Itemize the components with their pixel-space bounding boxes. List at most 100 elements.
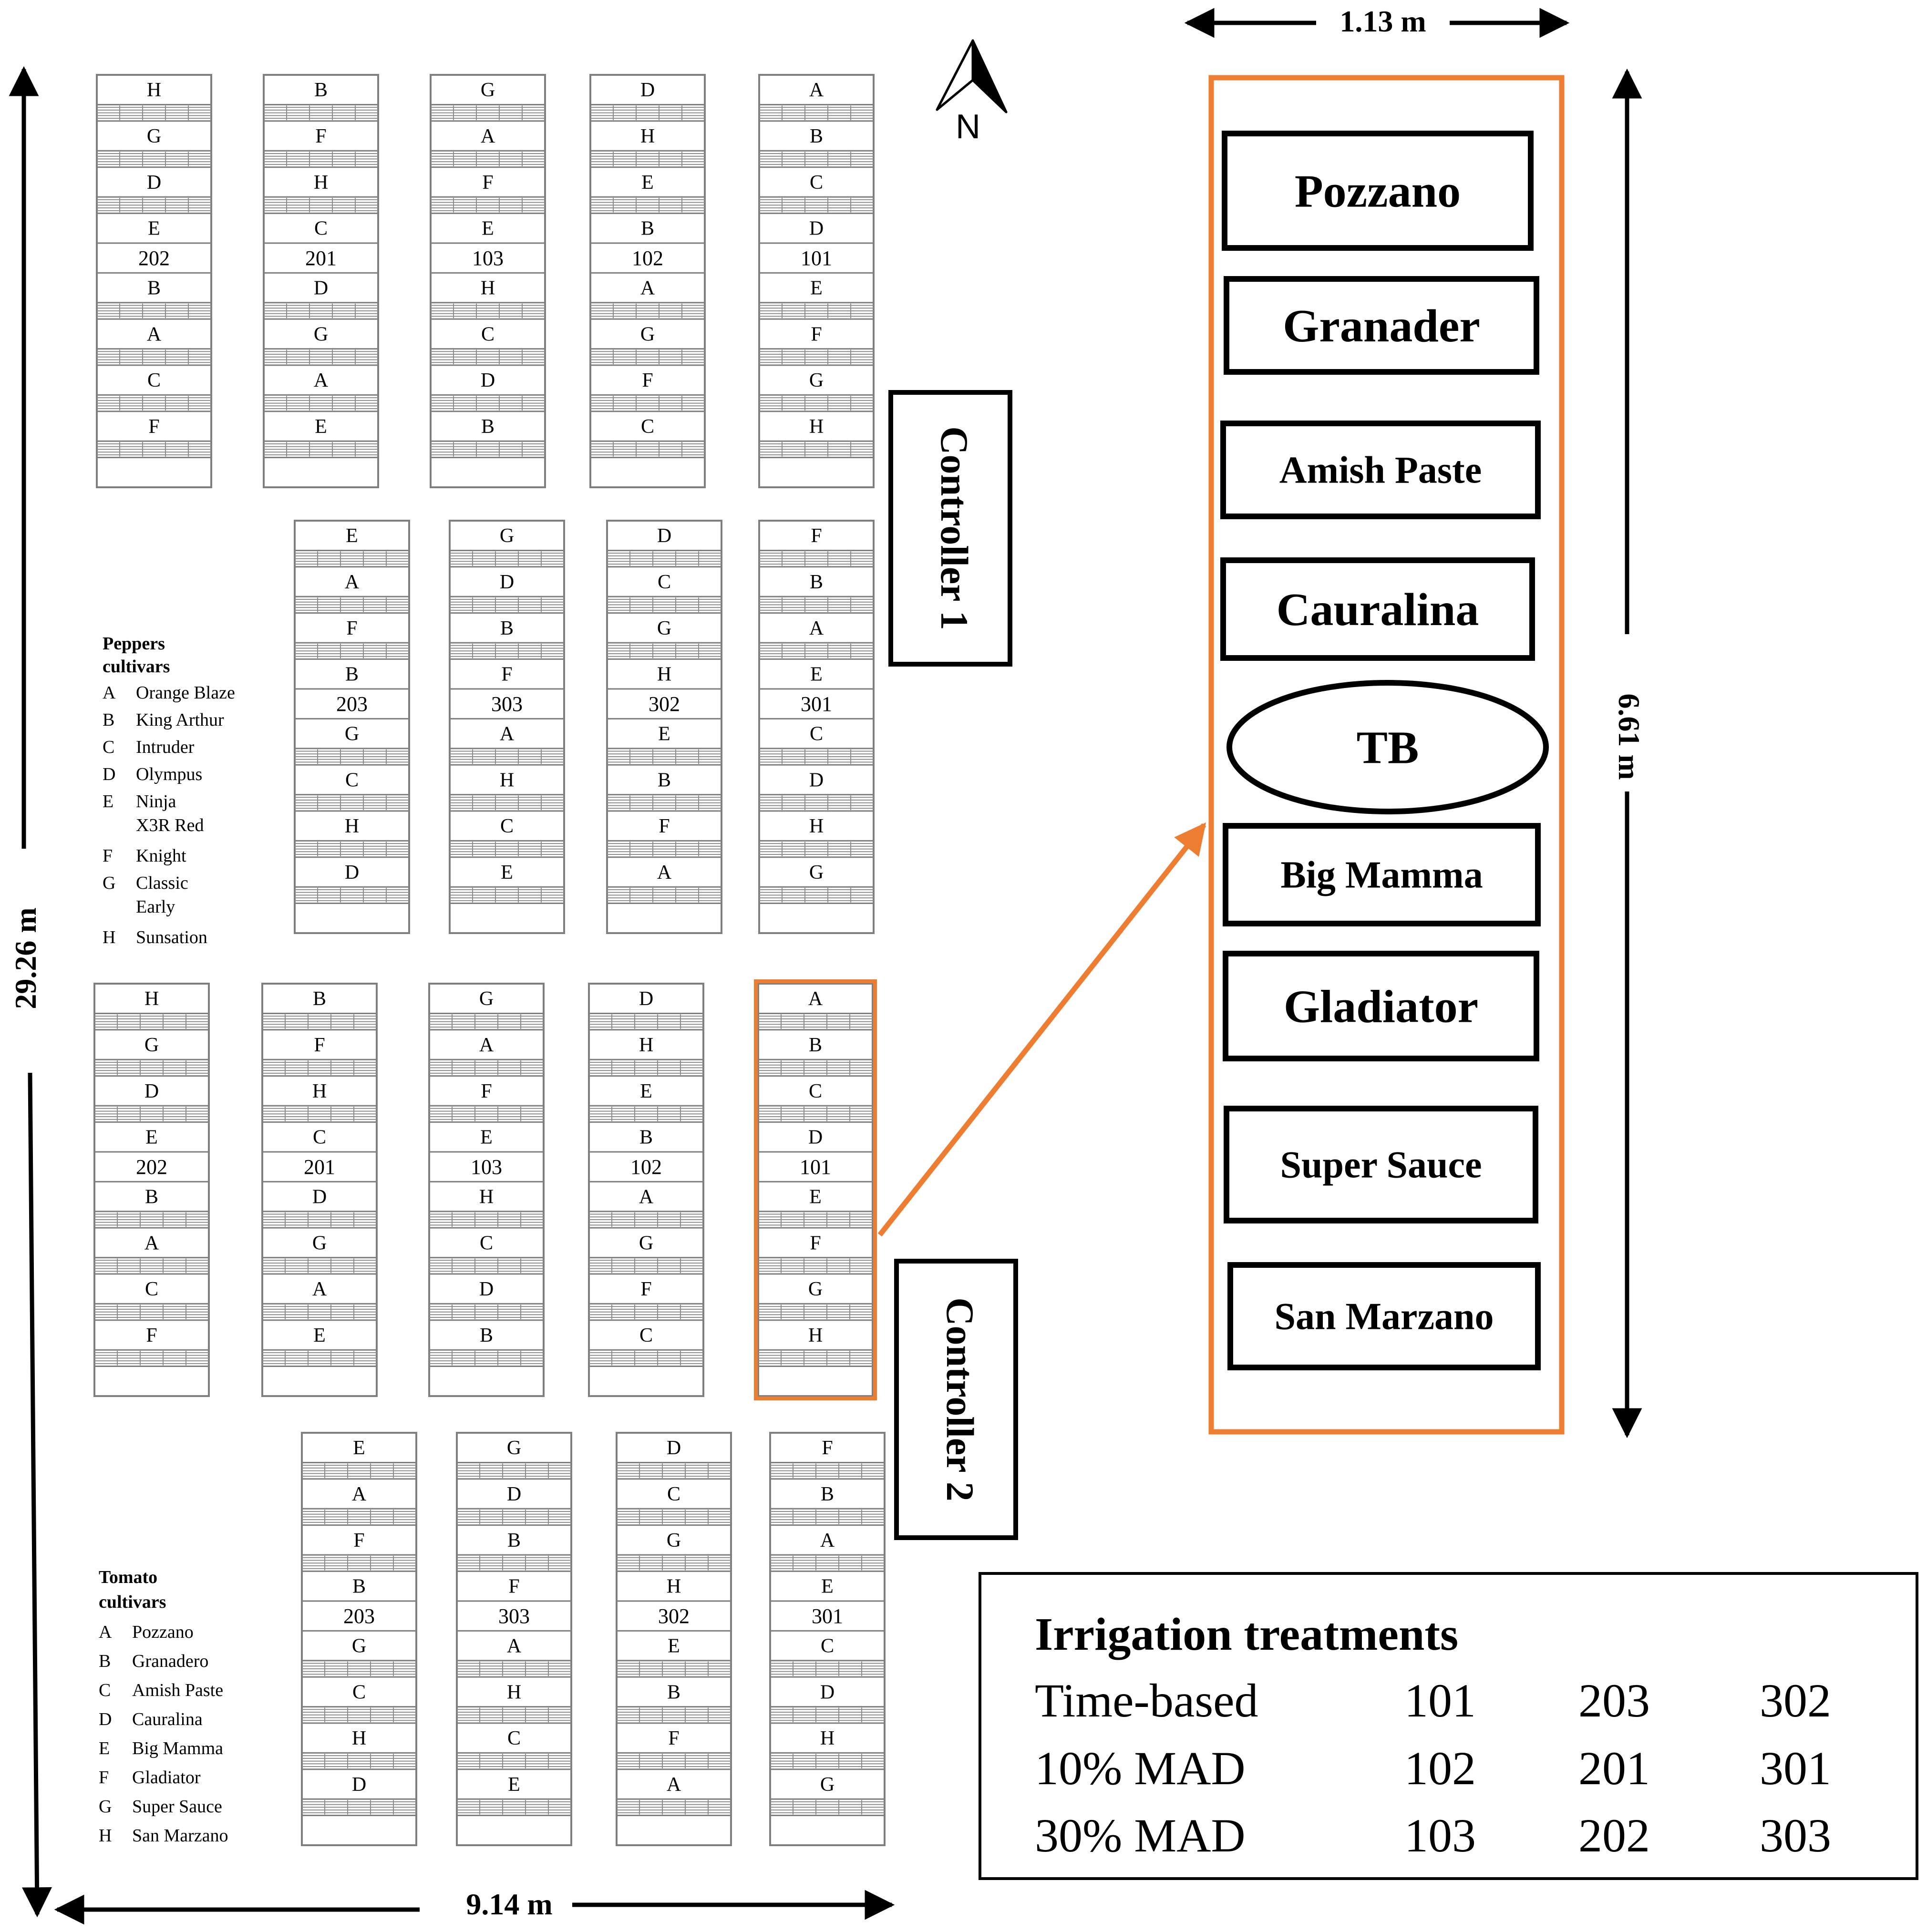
bed-grid [262, 1212, 377, 1227]
plot-row-label: E [658, 723, 670, 745]
plot-row-label: B [810, 125, 823, 147]
bed-grid [97, 152, 211, 166]
plot-row-label: C [641, 416, 654, 438]
plot-row-label: D [352, 1774, 366, 1796]
plot-row-label: F [146, 1325, 157, 1346]
legend-code: G [99, 1797, 112, 1817]
bed-grid [607, 795, 721, 810]
bed-grid [295, 644, 409, 658]
plot-row-label: H [312, 1080, 327, 1102]
plot-id-label: 302 [649, 692, 680, 716]
plot-id-label: 201 [304, 1155, 335, 1179]
controller-1: Controller 1 [888, 390, 1012, 667]
plot-row-label: D [312, 1186, 327, 1208]
plot-row-label: C [352, 1681, 366, 1703]
legend-code: G [103, 873, 115, 893]
plot-row-label: B [313, 988, 326, 1010]
plot-row-label: H [820, 1727, 835, 1749]
plot-row-label: H [667, 1576, 681, 1598]
detail-box-gladiator: Gladiator [1223, 951, 1539, 1061]
bed-grid [759, 795, 874, 810]
plot-row-label: A [352, 1483, 367, 1505]
detail-box-label: Pozzano [1295, 165, 1461, 217]
bed-grid [590, 198, 705, 213]
bed-grid [457, 1463, 571, 1478]
plot-width-dimension: 1.13 m [1184, 4, 1570, 38]
bed-grid [431, 442, 545, 457]
plot-row-label: D [639, 988, 653, 1010]
treatment-label: 10% MAD [1035, 1742, 1246, 1795]
peppers-legend-subtitle: cultivars [103, 657, 170, 677]
plot-row-label: H [507, 1681, 521, 1703]
legend-code: D [103, 764, 115, 784]
plot-id-label: 203 [343, 1604, 375, 1628]
bed-grid [302, 1661, 416, 1676]
bed-grid [457, 1510, 571, 1524]
plot-row-label: C [810, 723, 823, 745]
plot-row-label: B [639, 1127, 653, 1149]
bed-grid [262, 1107, 377, 1121]
plot-row-label: C [145, 1278, 158, 1300]
plot-row-label: B [821, 1483, 834, 1505]
bed-grid [607, 842, 721, 856]
plot-row-label: F [810, 1232, 821, 1254]
bed-grid [758, 1014, 873, 1029]
plot-row-label: F [314, 1034, 325, 1056]
plot-row-label: A [147, 323, 162, 345]
bed-grid [770, 1463, 885, 1478]
bed-grid [759, 888, 874, 903]
bed-grid [450, 597, 564, 612]
detail-box-label: Super Sauce [1280, 1144, 1482, 1186]
plot-id-label: 202 [138, 247, 170, 270]
treatment-plot-id: 201 [1578, 1742, 1650, 1795]
bed-grid [302, 1800, 416, 1815]
bed-grid [759, 551, 874, 566]
plot-row-label: B [314, 79, 328, 101]
plot-row-label: H [808, 1325, 823, 1346]
legend-cultivar: X3R Red [136, 815, 204, 835]
plot-row-label: E [148, 218, 160, 240]
field-height-label: 29.26 m [9, 907, 42, 1009]
plot-row-label: G [809, 862, 824, 884]
plot-id-label: 203 [336, 692, 368, 716]
bed-grid [759, 644, 874, 658]
plot-row-label: H [144, 988, 159, 1010]
bed-grid [295, 749, 409, 764]
bed-grid [617, 1707, 731, 1722]
bed-grid [97, 442, 211, 457]
bed-grid [590, 152, 705, 166]
plot-row-label: F [482, 172, 493, 194]
plot-row-label: A [345, 571, 360, 593]
treatment-plot-id: 302 [1760, 1674, 1831, 1727]
plot-id-label: 103 [472, 247, 504, 270]
bed-grid [262, 1014, 377, 1029]
plot-row-label: F [353, 1530, 364, 1552]
bed-grid [617, 1800, 731, 1815]
plot-row-label: B [345, 664, 359, 686]
bed-grid [431, 349, 545, 364]
plot-row-label: A [481, 125, 495, 147]
bed-grid [429, 1060, 544, 1075]
plot-row-label: D [808, 1127, 823, 1149]
plot-row-label: D [314, 277, 328, 299]
plot-row-label: A [820, 1530, 835, 1552]
bed-grid [590, 396, 705, 411]
bed-grid [429, 1258, 544, 1273]
bed-grid [590, 442, 705, 457]
bed-grid [431, 152, 545, 166]
bed-grid [302, 1556, 416, 1571]
plot-row-label: F [501, 664, 512, 686]
plot-row-label: B [809, 1034, 822, 1056]
plot-row-label: C [658, 571, 671, 593]
legend-code: F [103, 846, 113, 866]
bed-grid [94, 1305, 209, 1319]
bed-grid [450, 888, 564, 903]
north-arrow-icon: N [936, 39, 1008, 146]
